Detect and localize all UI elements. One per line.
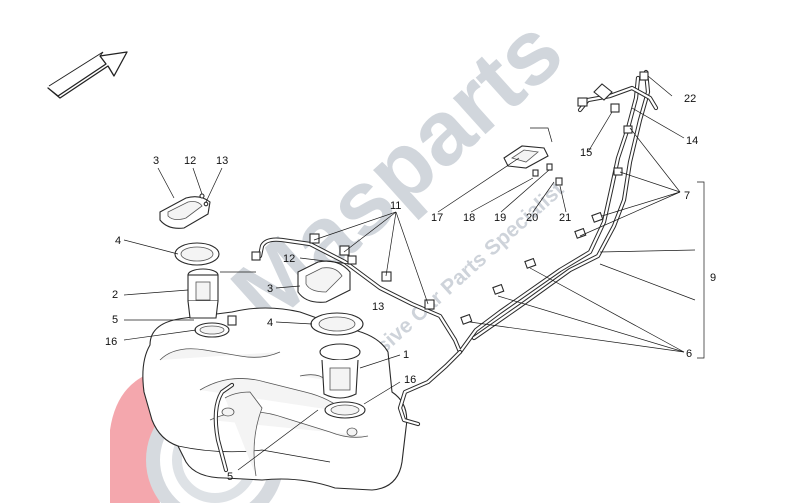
callout-3-right: 3 xyxy=(267,283,273,295)
left-pump-assembly xyxy=(159,193,237,338)
callout-16-left: 16 xyxy=(105,336,117,348)
leader-lines xyxy=(123,75,705,471)
callout-18: 18 xyxy=(463,212,475,224)
callout-15: 15 xyxy=(580,147,592,159)
pipe-clips xyxy=(251,71,649,325)
callout-16-right: 16 xyxy=(404,374,416,386)
callout-22: 22 xyxy=(684,93,696,105)
callout-12-right: 12 xyxy=(283,253,295,265)
callout-13-right: 13 xyxy=(372,301,384,313)
callout-1: 1 xyxy=(403,349,409,361)
callout-9: 9 xyxy=(710,272,716,284)
callout-11: 11 xyxy=(390,200,401,212)
callout-21: 21 xyxy=(559,212,571,224)
callout-14: 14 xyxy=(686,135,698,147)
callout-6: 6 xyxy=(686,348,692,360)
right-pump-assembly xyxy=(297,260,366,419)
callout-5-left: 5 xyxy=(112,314,118,326)
callout-17: 17 xyxy=(431,212,443,224)
callout-7: 7 xyxy=(684,190,690,202)
callout-20: 20 xyxy=(526,212,538,224)
callout-4-left: 4 xyxy=(115,235,121,247)
callout-2: 2 xyxy=(112,289,118,301)
callouts: 22 14 15 7 9 6 3 12 13 4 2 5 16 11 17 18… xyxy=(105,93,716,483)
callout-3-left: 3 xyxy=(153,155,159,167)
callout-4-right: 4 xyxy=(267,317,273,329)
callout-13-left: 13 xyxy=(216,155,228,167)
callout-19: 19 xyxy=(494,212,506,224)
direction-arrow-icon xyxy=(47,51,128,99)
fuel-tank xyxy=(142,307,408,491)
callout-5-right: 5 xyxy=(227,471,233,483)
callout-12-left: 12 xyxy=(184,155,196,167)
